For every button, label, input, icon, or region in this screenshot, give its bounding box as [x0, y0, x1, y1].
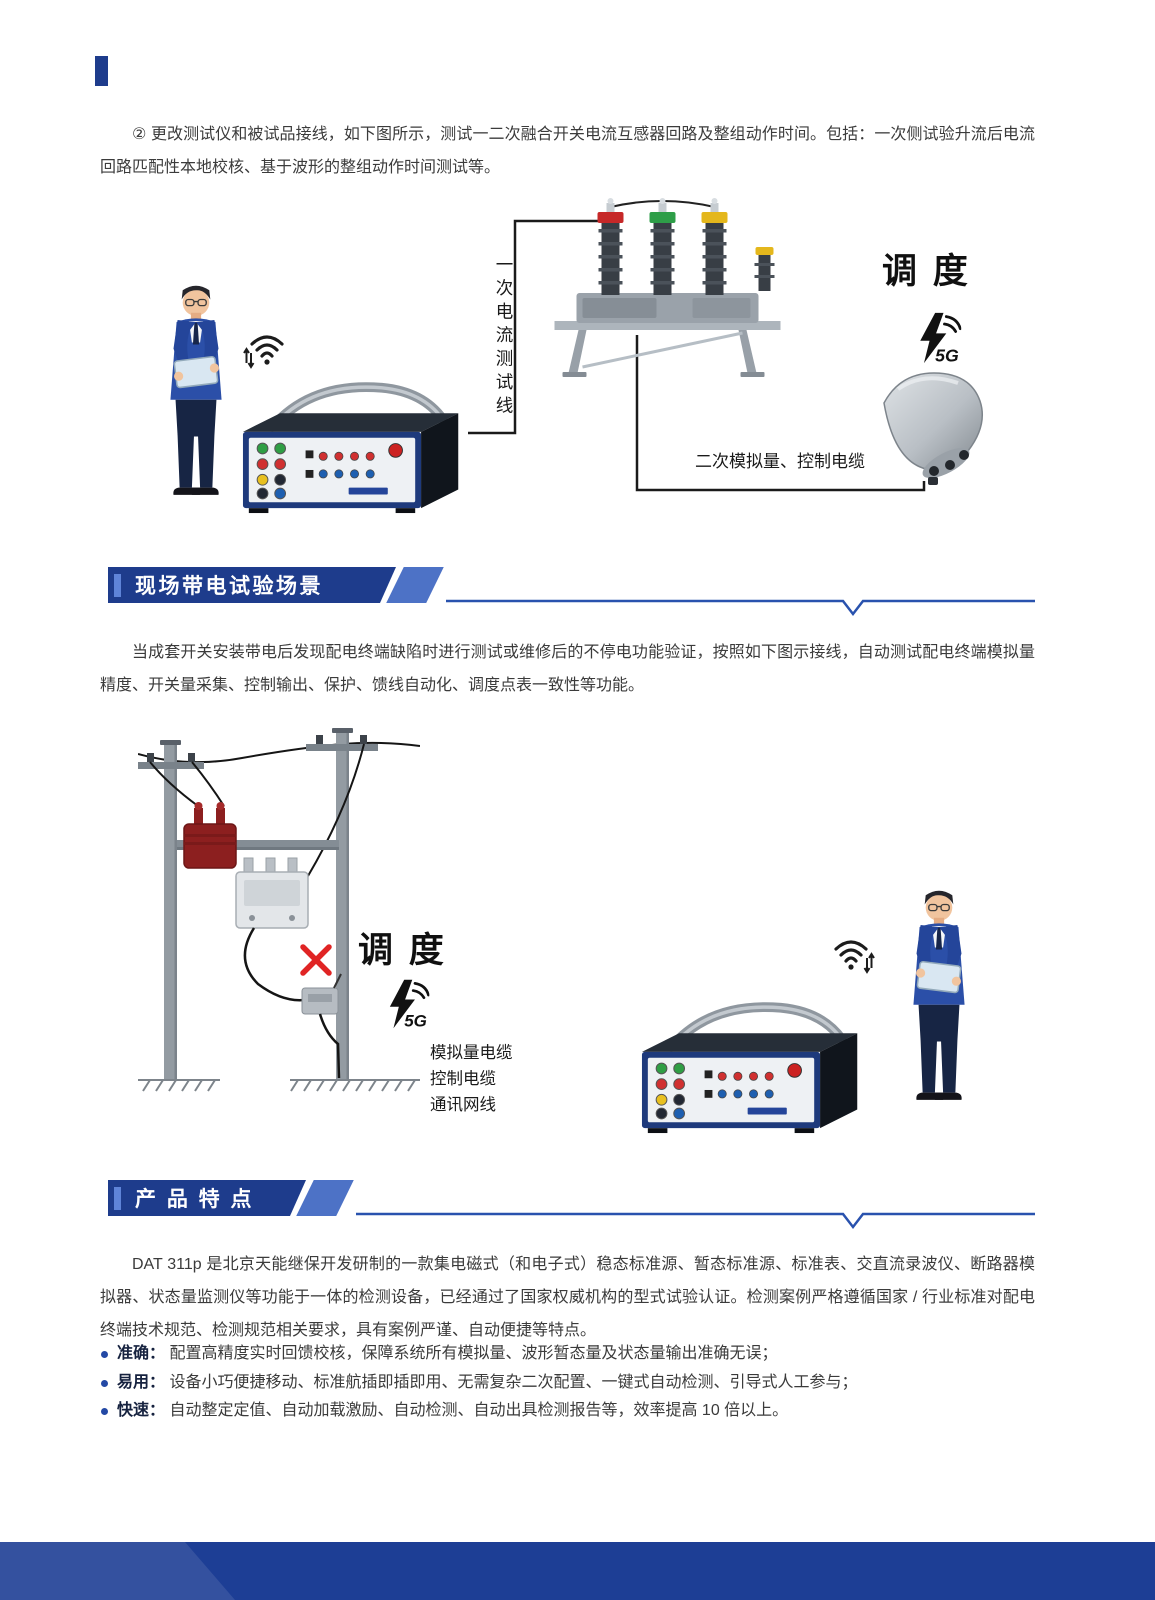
connection-lines — [468, 219, 926, 492]
bullet-dot — [101, 1408, 108, 1415]
wifi-icon — [828, 932, 876, 974]
dispatch-label: 调 度 — [358, 931, 447, 970]
primary-test-line-label: 一次电流测试线 — [494, 255, 514, 420]
feature-label: 易用： — [117, 1373, 166, 1391]
bullet-dot — [101, 1379, 108, 1387]
pole-structure-image — [138, 728, 420, 1092]
wifi-icon — [242, 327, 290, 369]
section-title-bar: 产 品 特 点 — [108, 1180, 306, 1216]
engineer-figure — [155, 277, 237, 502]
engineer-figure — [898, 882, 980, 1107]
feature-label: 准确： — [117, 1345, 166, 1362]
title-accent-bar — [114, 574, 121, 597]
section-title: 现场带电试验场景 — [135, 575, 323, 598]
diagram-primary-current-test: 一次电流测试线 调 度 二次模拟量、控制电缆 — [100, 195, 1055, 530]
footer-accent — [0, 1542, 235, 1600]
section-header-features: 产 品 特 点 — [100, 1176, 1035, 1236]
switchgear-image — [540, 195, 795, 383]
cable-label-list: 模拟量电缆 控制电缆 通讯网线 — [430, 1040, 513, 1118]
five-g-icon — [912, 311, 962, 365]
five-g-icon — [382, 978, 430, 1030]
header-underline — [446, 599, 1035, 617]
feature-list: 准确： 配置高精度实时回馈校核，保障系统所有模拟量、波形暂态量及状态量输出准确无… — [100, 1340, 1050, 1426]
title-accent-bar — [114, 1187, 121, 1210]
header-slant — [386, 567, 444, 603]
feature-item-easy: 易用： 设备小巧便捷移动、标准航插即插即用、无需复杂二次配置、一键式自动检测、引… — [100, 1369, 1050, 1398]
diagram-live-field-test: 调 度 模拟量电缆 控制电缆 通讯网线 — [100, 722, 1055, 1114]
feature-label: 快速： — [117, 1402, 166, 1419]
live-test-paragraph: 当成套开关安装带电后发现配电终端缺陷时进行测试或维修后的不停电功能验证，按照如下… — [100, 644, 1035, 694]
feature-item-accurate: 准确： 配置高精度实时回馈校核，保障系统所有模拟量、波形暂态量及状态量输出准确无… — [100, 1340, 1050, 1369]
footer-bar — [0, 1542, 1155, 1600]
disconnect-x-icon — [300, 944, 332, 976]
bullet-dot — [101, 1351, 108, 1358]
header-underline — [356, 1212, 1035, 1230]
feature-text: 自动整定定值、自动加载激励、自动检测、自动出具检测报告等，效率提高 10 倍以上… — [169, 1402, 789, 1419]
secondary-cable-label: 二次模拟量、控制电缆 — [695, 452, 865, 471]
feature-text: 配置高精度实时回馈校核，保障系统所有模拟量、波形暂态量及状态量输出准确无误； — [169, 1345, 778, 1362]
test-instrument — [233, 378, 478, 515]
feature-text: 设备小巧便捷移动、标准航插即插即用、无需复杂二次配置、一键式自动检测、引导式人工… — [169, 1373, 858, 1391]
cable-label-control: 控制电缆 — [430, 1070, 496, 1088]
feature-item-fast: 快速： 自动整定定值、自动加载激励、自动检测、自动出具检测报告等，效率提高 10… — [100, 1397, 1050, 1426]
test-instrument — [632, 998, 877, 1135]
cable-label-network: 通讯网线 — [430, 1096, 496, 1114]
corner-accent — [95, 56, 108, 86]
section-header-live-test: 现场带电试验场景 — [100, 563, 1035, 623]
section-title: 产 品 特 点 — [135, 1188, 255, 1211]
section-title-bar: 现场带电试验场景 — [108, 567, 396, 603]
dispatch-label: 调 度 — [882, 252, 971, 291]
product-description-paragraph: DAT 311p 是北京天能继保开发研制的一款集电磁式（和电子式）稳态标准源、暂… — [100, 1256, 1035, 1339]
intro-paragraph: ② 更改测试仪和被试品接线，如下图所示，测试一二次融合开关电流互感器回路及整组动… — [100, 126, 1035, 176]
terminal-device-image — [883, 372, 983, 485]
cable-label-analog: 模拟量电缆 — [430, 1044, 513, 1062]
header-slant — [296, 1180, 354, 1216]
